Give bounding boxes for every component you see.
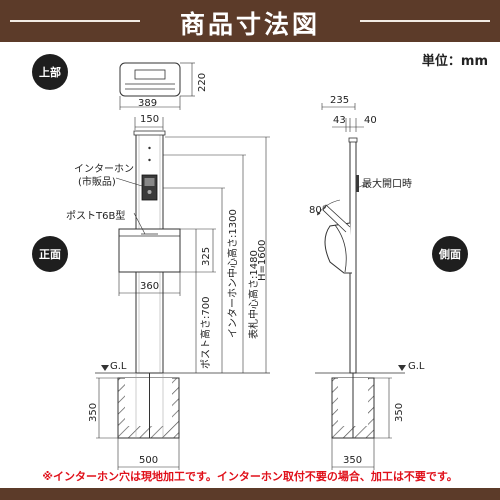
badge-top: 上部 <box>32 54 68 90</box>
gl-right-label: G.L <box>408 361 425 372</box>
dim-base-depth-right: 350 <box>394 402 405 422</box>
badge-front: 正面 <box>32 236 68 272</box>
dim-intercom-center: インターホン中心高さ:1300 <box>228 209 239 338</box>
bottom-bar <box>0 488 500 500</box>
dim-side-40: 40 <box>364 115 377 126</box>
dim-base-width-left: 500 <box>139 455 159 466</box>
badge-side: 側面 <box>432 236 468 272</box>
title-bar: 商品寸法図 <box>0 0 500 42</box>
dim-top-width: 389 <box>138 98 158 109</box>
side-view <box>315 103 406 470</box>
dim-pole-width: 150 <box>140 114 160 125</box>
gl-left-label: G.L <box>110 361 127 372</box>
dim-post-width: 360 <box>140 281 160 292</box>
angle-label: 80° <box>309 205 327 216</box>
dim-base-depth-left: 350 <box>88 402 99 422</box>
dim-base-width-right: 350 <box>343 455 363 466</box>
dim-post-height-700: ポスト高さ:700 <box>201 296 212 369</box>
title-rule-right <box>360 20 490 22</box>
unit-label: 単位：mm <box>421 54 488 69</box>
post-type-label: ポストT6B型 <box>66 211 126 222</box>
dim-side-depth-total: 235 <box>330 95 350 106</box>
front-view <box>95 117 270 470</box>
dim-total-height: H=1600 <box>257 239 268 281</box>
intercom-label: インターホン <box>74 164 134 175</box>
footnote: ※インターホン穴は現地加工です。インターホン取付不要の場合、加工は不要です。 <box>42 470 458 483</box>
intercom-sub-label: (市販品) <box>78 177 116 188</box>
page-title: 商品寸法図 <box>179 10 320 39</box>
title-rule-left <box>10 20 140 22</box>
dim-top-height: 220 <box>197 72 208 92</box>
dim-side-43: 43 <box>333 115 346 126</box>
max-open-label: 最大開口時 <box>362 179 412 190</box>
top-view <box>119 62 195 110</box>
dim-post-height: 325 <box>201 246 212 266</box>
